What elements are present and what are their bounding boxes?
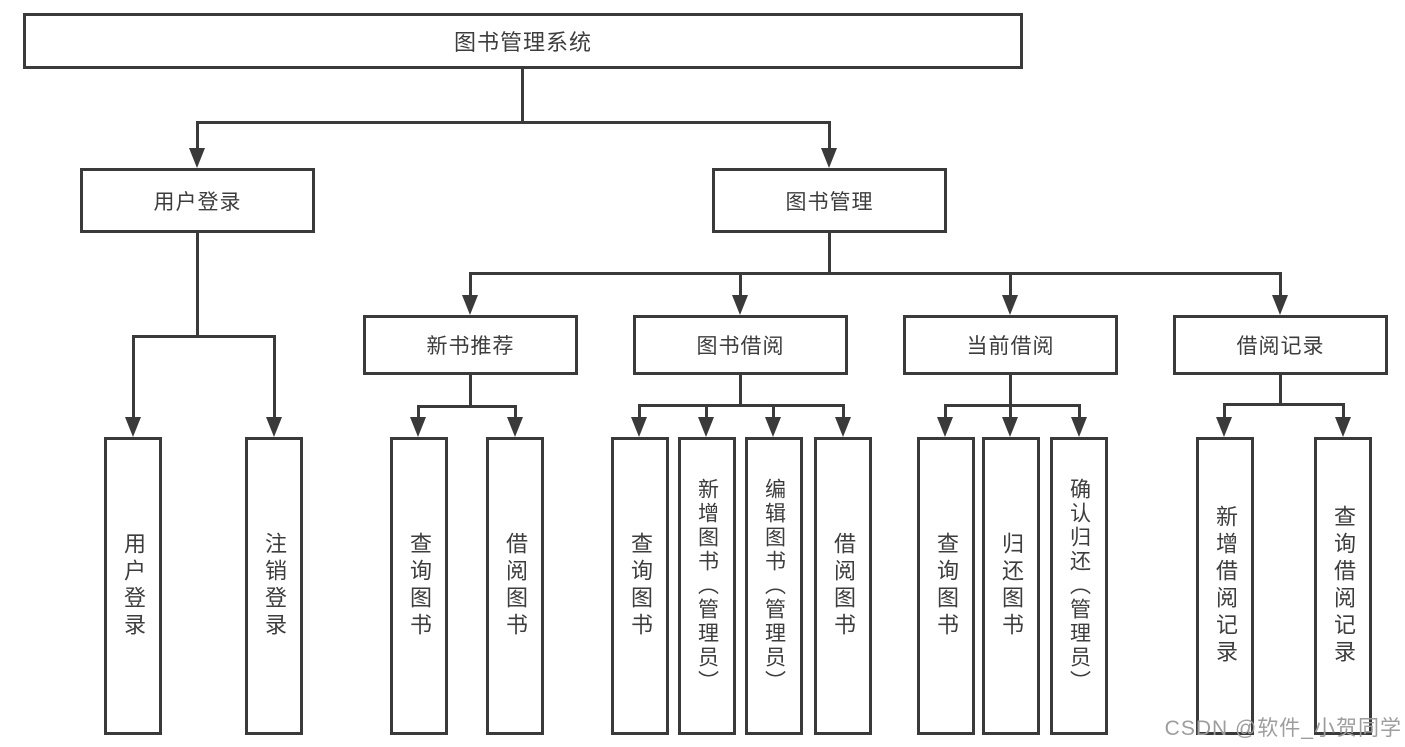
node-user-login-label: 用户登录 <box>153 190 242 214</box>
connector-drop-new-book-recommendation <box>469 272 472 295</box>
node-user-login: 用户登录 <box>80 168 315 233</box>
connector-book-borrowing-stem <box>739 375 742 407</box>
leaf-return-books: 归还图书 <box>982 437 1040 735</box>
leaf-borrow-books-2-label: 借阅图书 <box>831 532 856 640</box>
arrow-down-icon <box>1071 417 1087 437</box>
connector-drop-user-login <box>196 121 199 150</box>
leaf-query-books-2: 查询图书 <box>611 437 669 735</box>
connector-drop-add-borrow-record <box>1223 403 1226 417</box>
leaf-edit-books-admin: 编辑图书（管理员） <box>745 437 803 735</box>
arrow-down-icon <box>266 417 282 437</box>
leaf-logout-label: 注销登录 <box>262 532 287 640</box>
connector-drop-leaf-user-login <box>132 335 135 417</box>
connector-book-management-stem <box>828 233 831 275</box>
arrow-down-icon <box>698 417 714 437</box>
leaf-return-books-label: 归还图书 <box>999 532 1024 640</box>
arrow-down-icon <box>189 148 205 168</box>
connector-book-borrowing-bar <box>638 404 845 407</box>
node-current-borrowing-label: 当前借阅 <box>966 335 1055 358</box>
leaf-borrow-books-1: 借阅图书 <box>486 437 544 735</box>
arrow-down-icon <box>835 417 851 437</box>
node-new-book-recommendation-label: 新书推荐 <box>426 335 515 358</box>
leaf-add-borrow-record-label: 新增借阅记录 <box>1213 505 1238 667</box>
arrow-down-icon <box>410 417 426 437</box>
connector-drop-confirm-return <box>1078 404 1081 417</box>
arrow-down-icon <box>507 417 523 437</box>
connector-drop-borrowing-records <box>1279 272 1282 295</box>
connector-drop-query-books-1 <box>417 405 420 417</box>
connector-drop-book-borrowing <box>739 272 742 295</box>
leaf-edit-books-admin-label: 编辑图书（管理员） <box>762 478 786 694</box>
connector-drop-add-books-admin <box>705 404 708 417</box>
connector-drop-edit-books-admin <box>772 404 775 417</box>
connector-drop-query-books-2 <box>638 404 641 417</box>
node-book-management-label: 图书管理 <box>785 190 874 214</box>
node-book-management: 图书管理 <box>712 168 947 233</box>
arrow-down-icon <box>1216 417 1232 437</box>
arrow-down-icon <box>765 417 781 437</box>
leaf-user-login-label: 用户登录 <box>121 532 146 640</box>
arrow-down-icon <box>1002 417 1018 437</box>
connector-new-book-bar <box>417 405 517 408</box>
leaf-query-borrow-record-label: 查询借阅记录 <box>1331 505 1356 667</box>
leaf-add-books-admin: 新增图书（管理员） <box>678 437 736 735</box>
connector-drop-current-borrowing <box>1009 272 1012 295</box>
connector-current-borrowing-stem <box>1009 375 1012 407</box>
connector-drop-borrow-books-2 <box>842 404 845 417</box>
connector-drop-book-management <box>828 121 831 150</box>
arrow-down-icon <box>125 417 141 437</box>
connector-user-login-stem <box>196 233 199 338</box>
connector-borrowing-records-stem <box>1279 375 1282 406</box>
node-current-borrowing: 当前借阅 <box>903 315 1118 375</box>
leaf-add-books-admin-label: 新增图书（管理员） <box>695 478 719 694</box>
leaf-borrow-books-2: 借阅图书 <box>814 437 872 735</box>
connector-current-borrowing-bar <box>944 404 1081 407</box>
connector-borrowing-records-bar <box>1223 403 1345 406</box>
node-borrowing-records: 借阅记录 <box>1173 315 1388 375</box>
arrow-down-icon <box>1002 295 1018 315</box>
connector-drop-return-books <box>1009 404 1012 417</box>
arrow-down-icon <box>821 148 837 168</box>
leaf-confirm-return-admin-label: 确认归还（管理员） <box>1067 478 1091 694</box>
node-book-borrowing-label: 图书借阅 <box>696 335 785 358</box>
arrow-down-icon <box>732 295 748 315</box>
connector-drop-query-books-3 <box>944 404 947 417</box>
csdn-watermark: CSDN @软件_小贺同学 <box>1164 717 1402 740</box>
node-library-management-system: 图书管理系统 <box>23 13 1023 69</box>
connector-drop-borrow-books-1 <box>514 405 517 417</box>
arrow-down-icon <box>1335 417 1351 437</box>
connector-drop-leaf-logout <box>273 335 276 417</box>
leaf-query-books-1-label: 查询图书 <box>407 532 432 640</box>
leaf-logout: 注销登录 <box>245 437 303 735</box>
connector-root-bar <box>196 121 831 124</box>
arrow-down-icon <box>1272 295 1288 315</box>
node-library-management-system-label: 图书管理系统 <box>453 30 592 55</box>
connector-book-management-bar <box>469 272 1282 275</box>
connector-new-book-stem <box>469 375 472 408</box>
leaf-query-books-3-label: 查询图书 <box>934 532 959 640</box>
arrow-down-icon <box>631 417 647 437</box>
node-book-borrowing: 图书借阅 <box>633 315 848 375</box>
leaf-query-borrow-record: 查询借阅记录 <box>1314 437 1372 735</box>
leaf-query-books-2-label: 查询图书 <box>628 532 653 640</box>
leaf-query-books-3: 查询图书 <box>917 437 975 735</box>
connector-drop-query-borrow-record <box>1342 403 1345 417</box>
leaf-add-borrow-record: 新增借阅记录 <box>1196 437 1254 735</box>
node-borrowing-records-label: 借阅记录 <box>1236 335 1325 358</box>
leaf-borrow-books-1-label: 借阅图书 <box>503 532 528 640</box>
leaf-confirm-return-admin: 确认归还（管理员） <box>1050 437 1108 735</box>
connector-root-stem <box>521 69 524 121</box>
leaf-query-books-1: 查询图书 <box>390 437 448 735</box>
arrow-down-icon <box>462 295 478 315</box>
connector-user-login-bar <box>132 335 276 338</box>
arrow-down-icon <box>937 417 953 437</box>
leaf-user-login: 用户登录 <box>104 437 162 735</box>
node-new-book-recommendation: 新书推荐 <box>363 315 578 375</box>
